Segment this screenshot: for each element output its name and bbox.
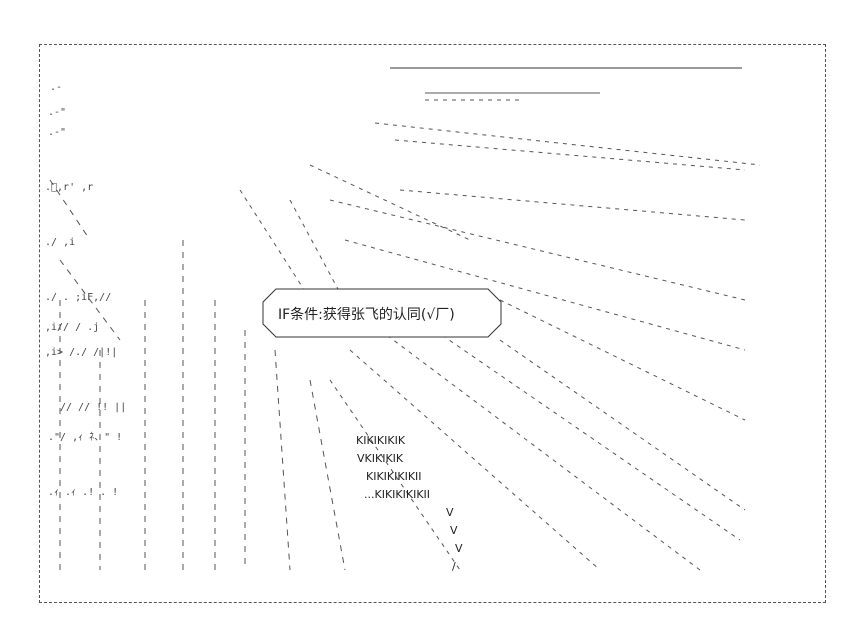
svg-text:./ . ;iF,//: ./ . ;iF,// xyxy=(45,292,111,303)
svg-text:// // !! ||: // // !! || xyxy=(60,402,126,413)
v-mark: V xyxy=(455,542,463,555)
svg-text:,i> /./ /|!|: ,i> /./ /|!| xyxy=(45,347,117,358)
sound-effect: ...KIKIKIKIKII xyxy=(364,488,431,501)
svg-text:./ ,i: ./ ,i xyxy=(45,237,75,248)
svg-text:,i// / .j: ,i// / .j xyxy=(45,322,99,333)
condition-label: IF条件:获得张飞的认同(√厂) xyxy=(278,307,455,323)
sound-effect: KIKIKIKIK xyxy=(356,434,406,447)
sound-effect: VKIKIKIK xyxy=(357,452,404,465)
v-mark: / xyxy=(452,560,456,573)
svg-text:.ｨ .ｨ .! . !: .ｨ .ｨ .! . ! xyxy=(48,487,118,498)
v-mark: V xyxy=(450,524,458,537)
svg-text:.-: .- xyxy=(50,82,62,93)
art-frame xyxy=(39,44,826,603)
svg-text:."/ ,ｨ ﾈ、" !: ."/ ,ｨ ﾈ、" ! xyxy=(48,431,122,443)
svg-text:.-": .-" xyxy=(48,127,66,138)
svg-text:.-": .-" xyxy=(48,107,66,118)
v-mark: V xyxy=(446,506,454,519)
sound-effect: KIKIKIKIKII xyxy=(366,470,422,483)
condition-box xyxy=(262,288,502,338)
svg-text:.ﾞ,r' ,r: .ﾞ,r' ,r xyxy=(45,182,93,193)
